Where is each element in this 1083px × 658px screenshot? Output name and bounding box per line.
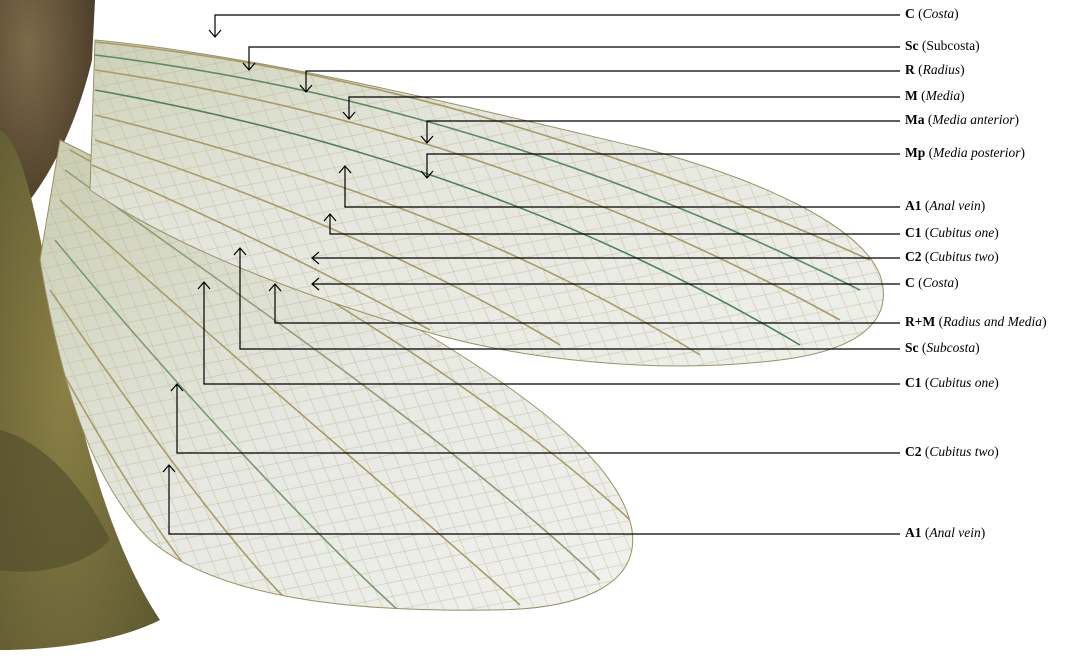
label-cubitus-one-lower: C1 (Cubitus one) [905,375,999,391]
label-subcosta-upper: Sc (Subcosta) [905,38,980,54]
label-radius-media: R+M (Radius and Media) [905,314,1047,330]
label-media-anterior: Ma (Media anterior) [905,112,1019,128]
label-cubitus-two-lower: C2 (Cubitus two) [905,444,999,460]
label-media-posterior: Mp (Media posterior) [905,145,1025,161]
label-cubitus-one-upper: C1 (Cubitus one) [905,225,999,241]
label-costa-lower: C (Costa) [905,275,959,291]
label-anal-upper: A1 (Anal vein) [905,198,985,214]
label-subcosta-lower: Sc (Subcosta) [905,340,980,356]
label-costa-upper: C (Costa) [905,6,959,22]
label-anal-lower: A1 (Anal vein) [905,525,985,541]
label-radius: R (Radius) [905,62,965,78]
label-cubitus-two-upper: C2 (Cubitus two) [905,249,999,265]
label-media: M (Media) [905,88,965,104]
